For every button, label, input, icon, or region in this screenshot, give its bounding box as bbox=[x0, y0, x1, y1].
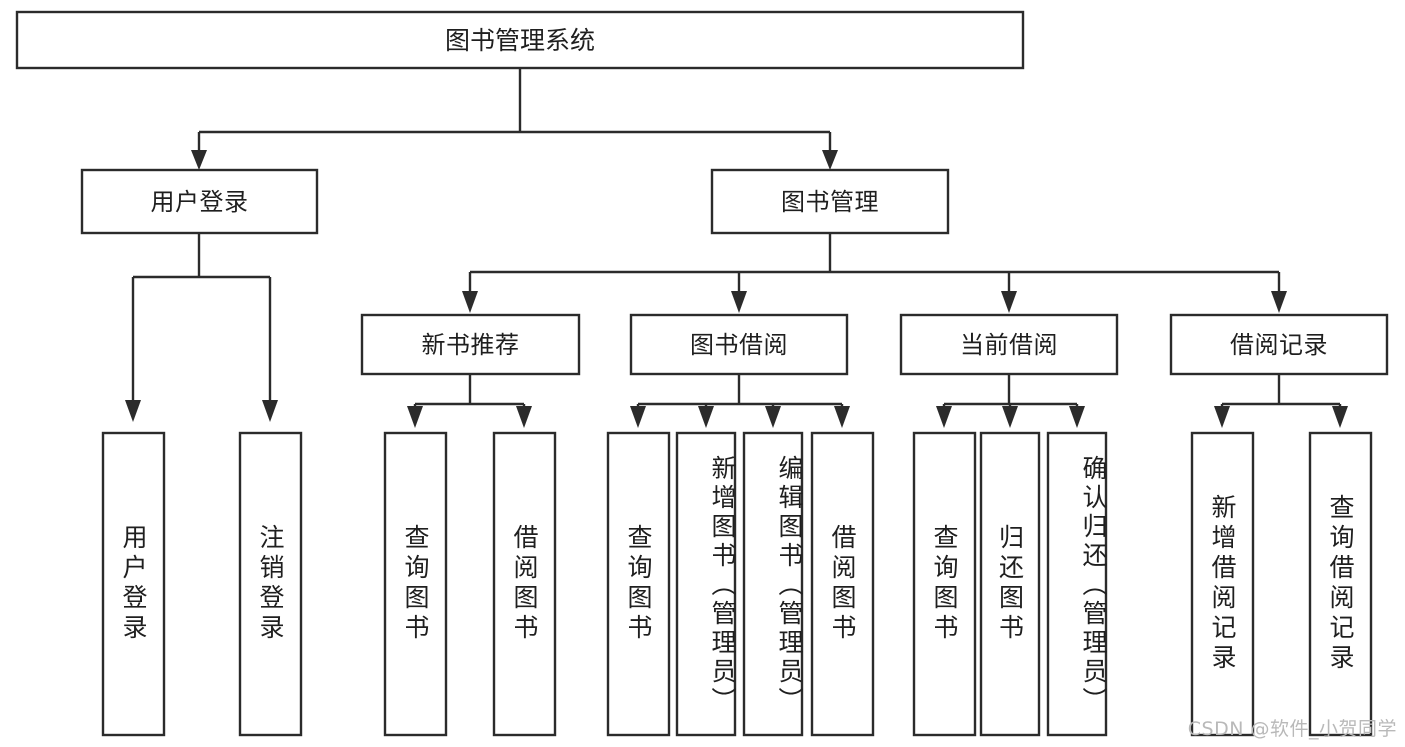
connector-group-bookmanage bbox=[462, 233, 1287, 313]
node-box-leaf-borrow-book-1[interactable] bbox=[492, 431, 557, 737]
arrowhead-leaf-query-book-3 bbox=[936, 406, 952, 428]
arrowhead-new-book-rec bbox=[462, 291, 478, 313]
arrowhead-current-borrow bbox=[1001, 291, 1017, 313]
node-box-user-login[interactable] bbox=[80, 168, 319, 235]
arrowhead-leaf-user-login bbox=[125, 400, 141, 422]
node-box-leaf-query-book-3[interactable] bbox=[912, 431, 977, 737]
arrowhead-leaf-edit-book bbox=[765, 406, 781, 428]
csdn-watermark: CSDN @软件_小贺同学 bbox=[1187, 718, 1397, 740]
node-box-borrow-record[interactable] bbox=[1169, 313, 1389, 376]
node-box-book-manage[interactable] bbox=[710, 168, 950, 235]
node-box-new-book-rec[interactable] bbox=[360, 313, 581, 376]
arrowhead-leaf-borrow-book-2 bbox=[834, 406, 850, 428]
arrowhead-leaf-add-book bbox=[698, 406, 714, 428]
arrowhead-leaf-borrow-book-1 bbox=[516, 406, 532, 428]
arrowhead-book-borrow bbox=[731, 291, 747, 313]
arrowhead-leaf-return-book bbox=[1002, 406, 1018, 428]
node-box-leaf-borrow-book-2[interactable] bbox=[810, 431, 875, 737]
node-box-leaf-user-logout[interactable] bbox=[238, 431, 303, 737]
arrowhead-leaf-user-logout bbox=[262, 400, 278, 422]
arrowhead-leaf-query-record bbox=[1332, 406, 1348, 428]
node-box-book-borrow[interactable] bbox=[629, 313, 849, 376]
arrowhead-leaf-query-book-2 bbox=[630, 406, 646, 428]
connector-group-userlogin bbox=[125, 233, 278, 422]
connector-group-root bbox=[191, 68, 838, 170]
arrowhead-leaf-confirm-return bbox=[1069, 406, 1085, 428]
arrowhead-leaf-query-book-1 bbox=[407, 406, 423, 428]
node-box-leaf-add-book[interactable] bbox=[675, 431, 737, 737]
node-box-leaf-add-record[interactable] bbox=[1190, 431, 1255, 737]
node-box-leaf-confirm-return[interactable] bbox=[1046, 431, 1108, 737]
arrowhead-userlogin bbox=[191, 150, 207, 170]
connector-group-newbookrec bbox=[407, 374, 532, 428]
node-box-leaf-user-login[interactable] bbox=[101, 431, 166, 737]
node-box-leaf-query-record[interactable] bbox=[1308, 431, 1373, 737]
connector-group-borrowrecord bbox=[1214, 374, 1348, 428]
node-box-leaf-return-book[interactable] bbox=[979, 431, 1041, 737]
connector-group-currentborrow bbox=[936, 374, 1085, 428]
arrowhead-bookmanage bbox=[822, 150, 838, 170]
node-box-root[interactable] bbox=[15, 10, 1025, 70]
arrowhead-borrow-record bbox=[1271, 291, 1287, 313]
node-box-current-borrow[interactable] bbox=[899, 313, 1119, 376]
node-box-leaf-query-book-1[interactable] bbox=[383, 431, 448, 737]
node-box-leaf-edit-book[interactable] bbox=[742, 431, 804, 737]
connector-group-bookborrow bbox=[630, 374, 850, 428]
arrowhead-leaf-add-record bbox=[1214, 406, 1230, 428]
node-box-leaf-query-book-2[interactable] bbox=[606, 431, 671, 737]
